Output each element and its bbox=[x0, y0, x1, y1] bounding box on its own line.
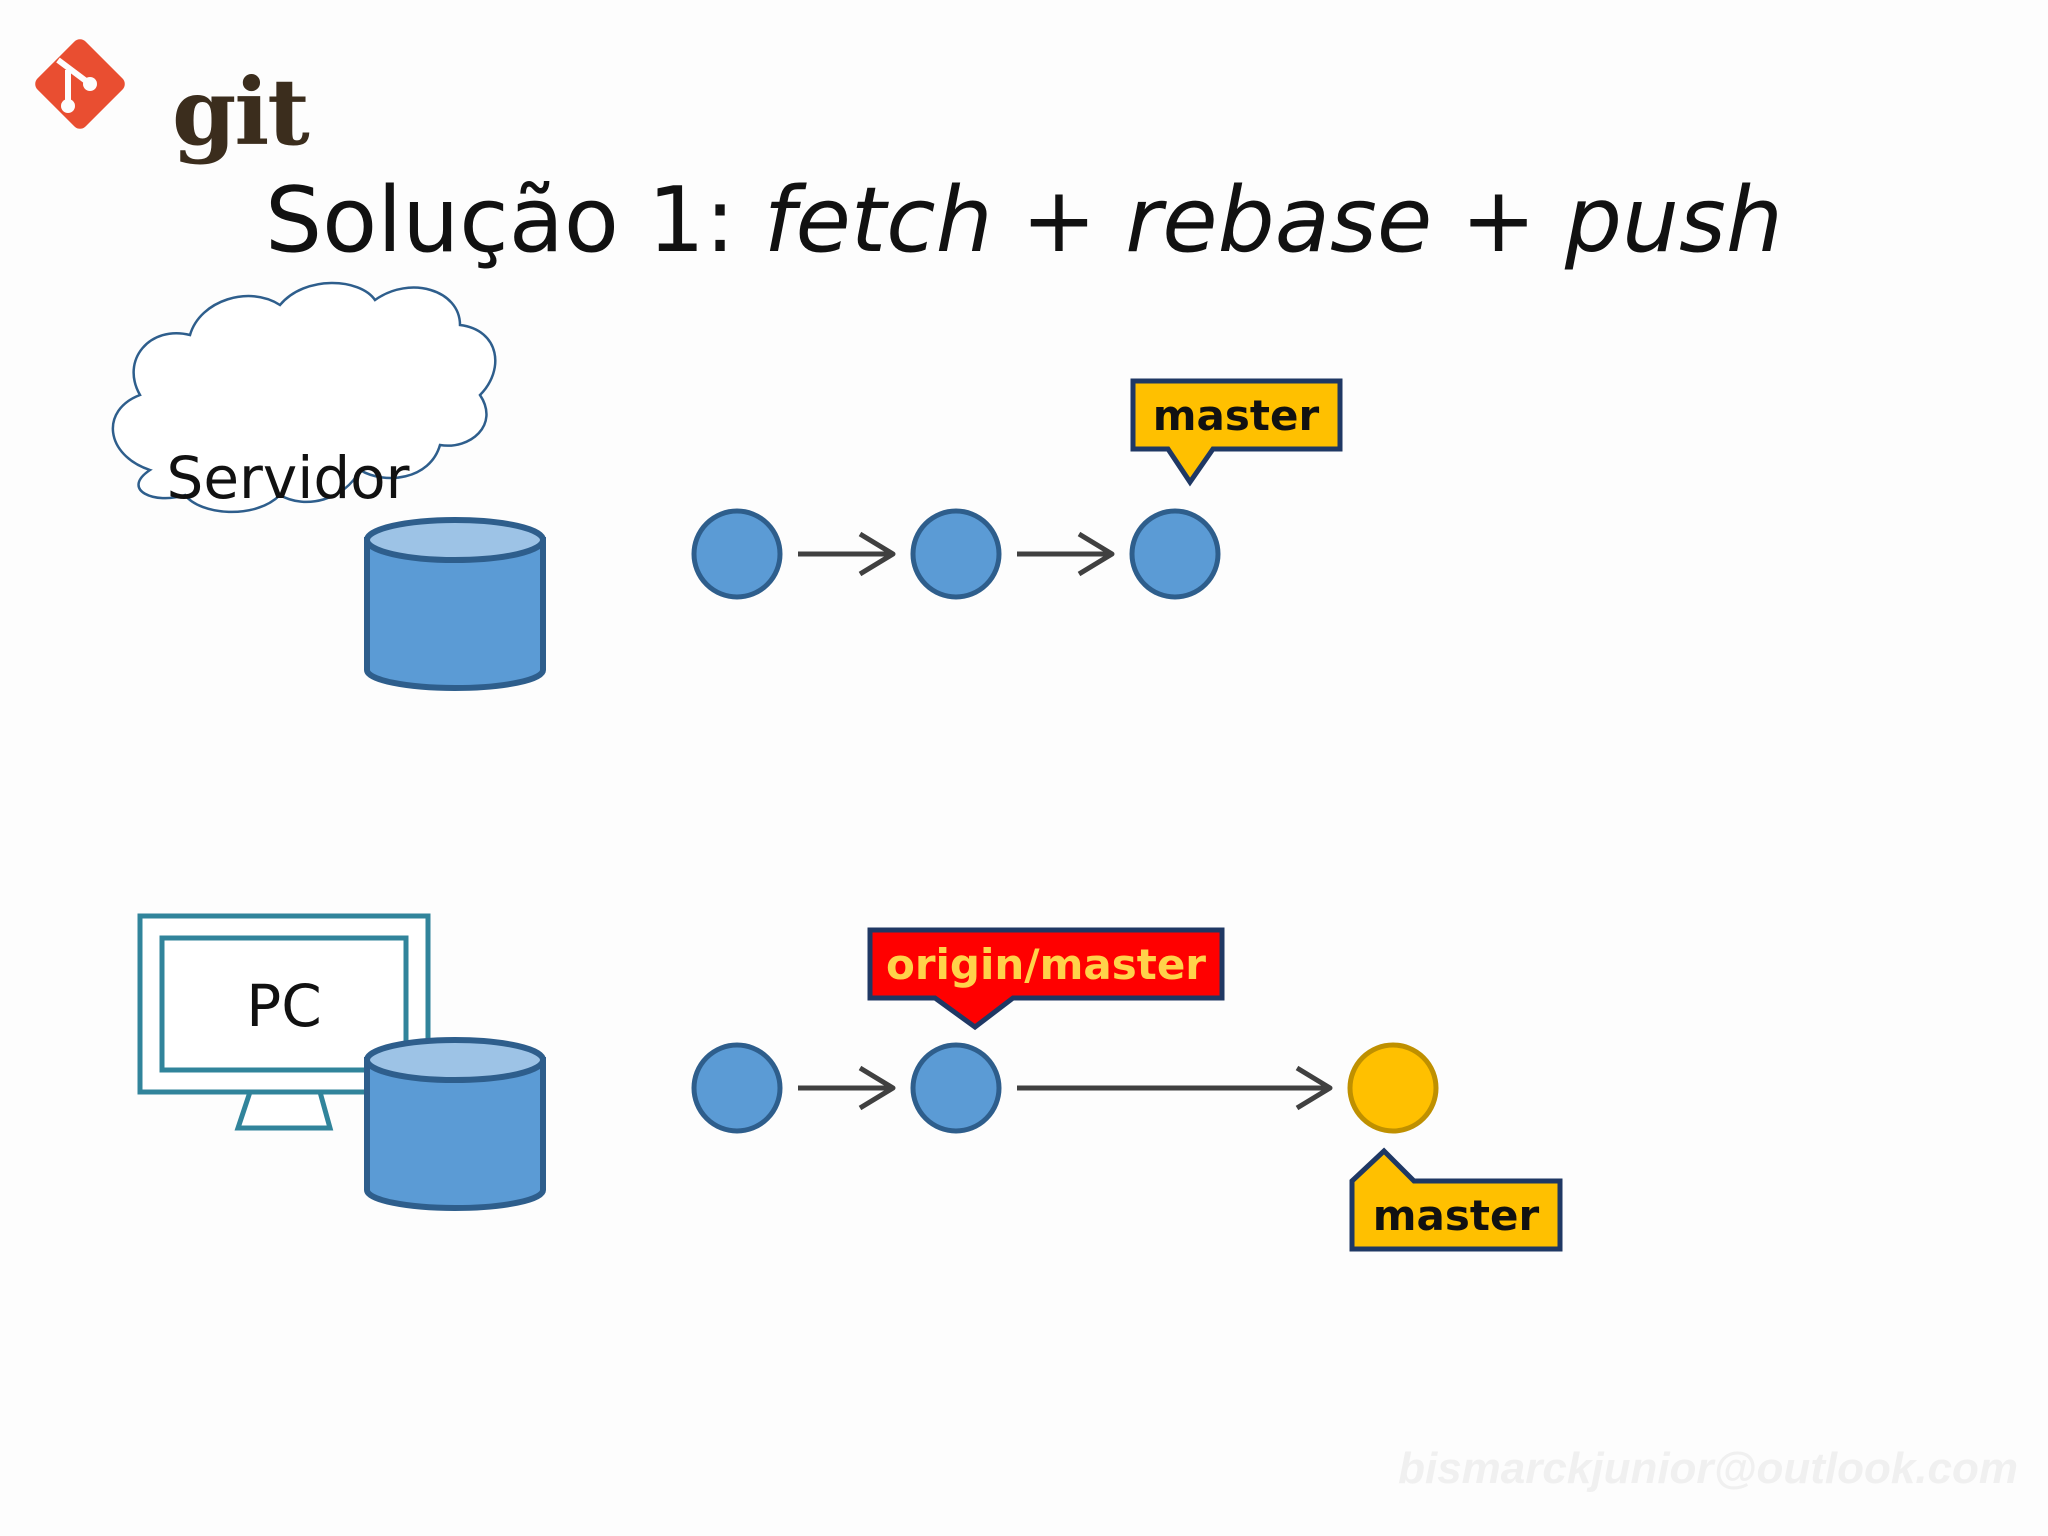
slide-title: Solução 1: fetch + rebase + push bbox=[0, 168, 2048, 273]
server-label: Servidor bbox=[167, 444, 410, 512]
server-cloud-icon bbox=[111, 281, 497, 514]
pc-database-icon bbox=[364, 1037, 546, 1211]
server-master-badge: master bbox=[1130, 378, 1343, 487]
server-commit-2 bbox=[910, 508, 1002, 600]
server-arrow-1-head bbox=[858, 531, 896, 577]
title-commands: fetch + rebase + push bbox=[763, 168, 1783, 273]
pc-origin-master-label: origin/master bbox=[886, 940, 1206, 989]
pc-commit-1 bbox=[691, 1042, 783, 1134]
server-commit-1 bbox=[691, 508, 783, 600]
server-master-label: master bbox=[1153, 391, 1320, 440]
pc-arrow-1-head bbox=[858, 1065, 896, 1111]
pc-arrow-2-head bbox=[1295, 1065, 1333, 1111]
server-database-icon bbox=[364, 517, 546, 691]
pc-label: PC bbox=[246, 972, 321, 1040]
pc-commit-2 bbox=[910, 1042, 1002, 1134]
server-commit-3 bbox=[1129, 508, 1221, 600]
title-prefix: Solução 1 bbox=[265, 168, 705, 273]
server-commit-graph bbox=[691, 508, 1221, 600]
pc-master-label: master bbox=[1373, 1191, 1540, 1240]
pc-commit-3-new bbox=[1347, 1042, 1439, 1134]
git-logo: git bbox=[30, 36, 310, 166]
pc-master-badge: master bbox=[1349, 1147, 1563, 1252]
pc-commit-graph bbox=[691, 1042, 1439, 1134]
server-arrow-2-head bbox=[1077, 531, 1115, 577]
pc-origin-master-badge: origin/master bbox=[867, 927, 1225, 1031]
watermark: bismarckjunior@outlook.com bbox=[1398, 1444, 2018, 1493]
git-logo-icon bbox=[35, 39, 125, 129]
title-separator: : bbox=[704, 168, 736, 273]
git-logo-text: git bbox=[172, 58, 310, 166]
